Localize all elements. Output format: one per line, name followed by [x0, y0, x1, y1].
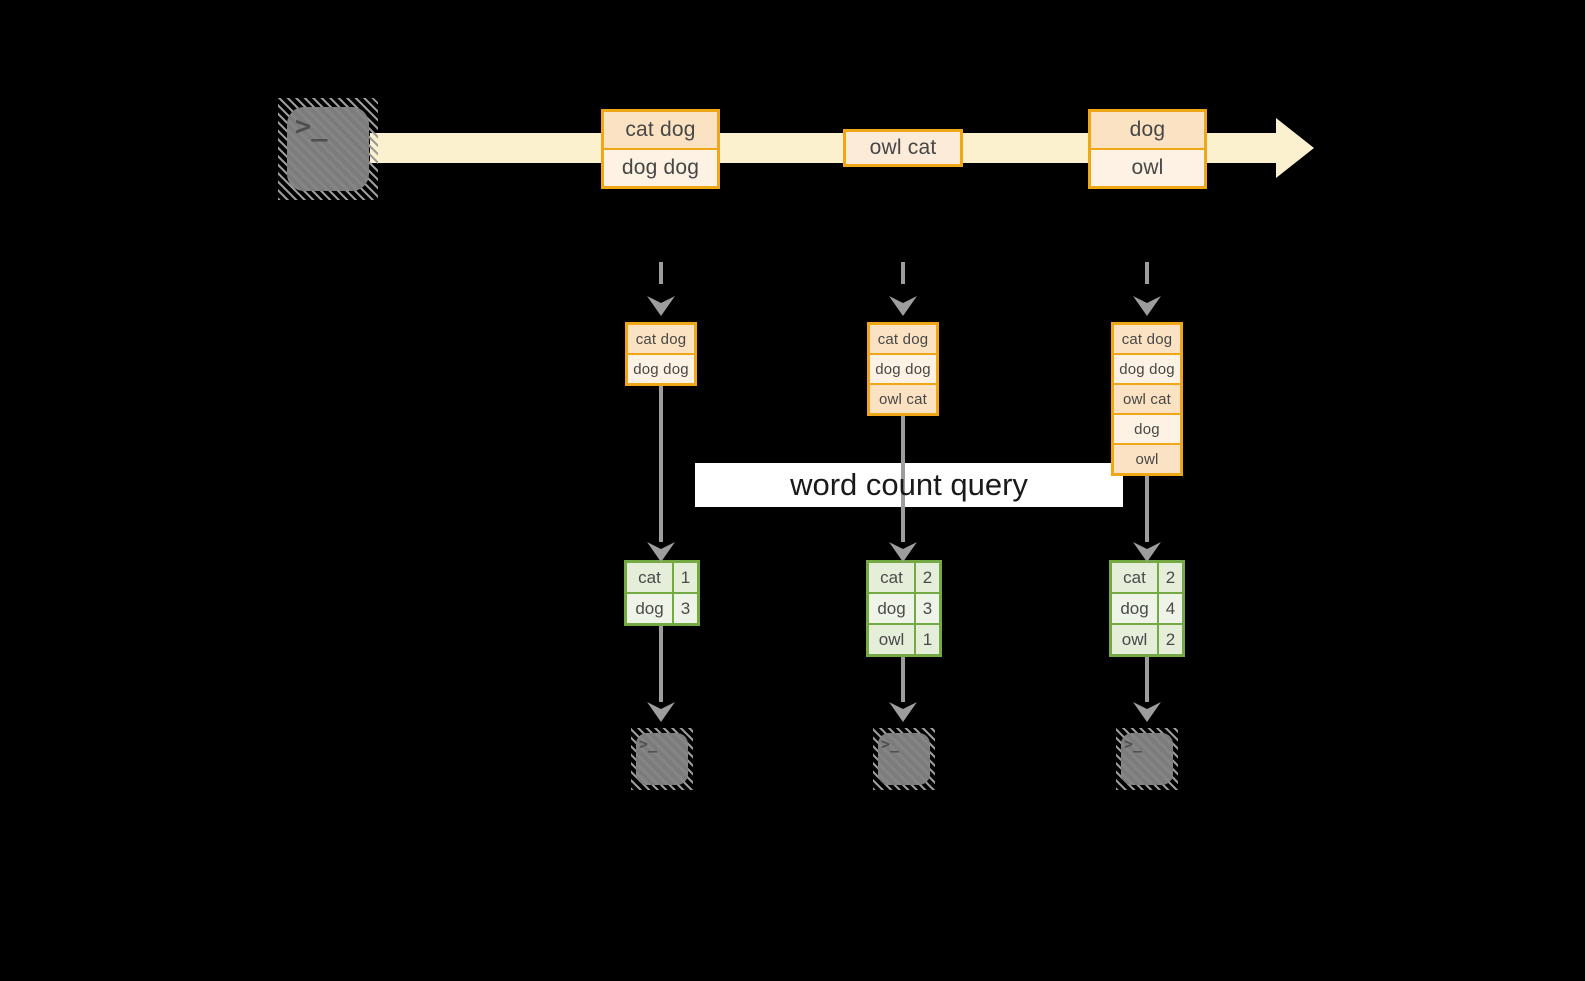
word-cell: owl: [1112, 625, 1159, 654]
output-arrow-line-2: [901, 657, 905, 702]
count-row: dog 3: [627, 592, 697, 623]
stream-event-row: owl: [1091, 148, 1204, 186]
output-arrowhead-icon-3: [1133, 702, 1161, 722]
word-cell: owl: [869, 625, 916, 654]
ingest-arrow-line-1: [659, 262, 663, 296]
count-cell: 2: [916, 563, 939, 592]
stream-event-box-2: owl cat: [843, 129, 963, 167]
buffer-row: owl: [1114, 443, 1180, 473]
terminal-screen: [1121, 733, 1173, 785]
word-cell: cat: [869, 563, 916, 592]
ingest-arrowhead-icon-3: [1133, 296, 1161, 316]
buffer-row: cat dog: [628, 325, 694, 353]
count-cell: 1: [674, 563, 697, 592]
stream-event-row: cat dog: [604, 112, 717, 148]
count-cell: 2: [1159, 625, 1182, 654]
buffer-stack-2: cat dog dog dog owl cat: [867, 322, 939, 416]
count-row: dog 3: [869, 592, 939, 623]
count-cell: 1: [916, 625, 939, 654]
count-cell: 2: [1159, 563, 1182, 592]
stream-arrowhead-icon: [1276, 118, 1314, 178]
count-row: owl 1: [869, 623, 939, 654]
stream-event-box-1: cat dog dog dog: [601, 109, 720, 189]
terminal-prompt-glyph: >_: [881, 735, 900, 753]
count-row: cat 2: [869, 563, 939, 592]
query-arrowhead-icon-3: [1133, 542, 1161, 562]
terminal-screen: [878, 733, 930, 785]
word-cell: dog: [1112, 594, 1159, 623]
terminal-prompt-glyph: >_: [295, 111, 328, 142]
count-row: cat 2: [1112, 563, 1182, 592]
terminal-prompt-glyph: >_: [639, 735, 658, 753]
stream-event-row: owl cat: [846, 132, 960, 164]
count-row: dog 4: [1112, 592, 1182, 623]
buffer-row: dog dog: [870, 353, 936, 383]
query-connector-line-1: [659, 386, 663, 542]
terminal-screen: [636, 733, 688, 785]
count-cell: 3: [916, 594, 939, 623]
buffer-row: owl cat: [870, 383, 936, 413]
query-bar: [695, 463, 1123, 507]
source-terminal-icon: >_: [278, 98, 378, 200]
output-arrowhead-icon-2: [889, 702, 917, 722]
word-count-table-3: cat 2 dog 4 owl 2: [1109, 560, 1185, 657]
query-arrowhead-icon-1: [647, 542, 675, 562]
ingest-arrow-line-2: [901, 262, 905, 296]
count-row: owl 2: [1112, 623, 1182, 654]
buffer-row: owl cat: [1114, 383, 1180, 413]
count-cell: 4: [1159, 594, 1182, 623]
count-row: cat 1: [627, 563, 697, 592]
query-connector-line-2: [901, 416, 905, 542]
count-cell: 3: [674, 594, 697, 623]
word-count-table-2: cat 2 dog 3 owl 1: [866, 560, 942, 657]
word-cell: cat: [1112, 563, 1159, 592]
output-arrowhead-icon-1: [647, 702, 675, 722]
ingest-arrowhead-icon-2: [889, 296, 917, 316]
query-connector-line-3: [1145, 476, 1149, 542]
output-terminal-icon-1: >_: [631, 728, 693, 790]
output-arrow-line-3: [1145, 657, 1149, 702]
word-cell: dog: [627, 594, 674, 623]
buffer-row: dog dog: [1114, 353, 1180, 383]
output-terminal-icon-2: >_: [873, 728, 935, 790]
query-arrowhead-icon-2: [889, 542, 917, 562]
output-arrow-line-1: [659, 626, 663, 702]
buffer-row: cat dog: [1114, 325, 1180, 353]
query-label: word count query: [790, 467, 1028, 502]
word-cell: dog: [869, 594, 916, 623]
buffer-row: cat dog: [870, 325, 936, 353]
buffer-row: dog dog: [628, 353, 694, 383]
stream-event-row: dog dog: [604, 148, 717, 186]
stream-event-row: dog: [1091, 112, 1204, 148]
buffer-row: dog: [1114, 413, 1180, 443]
buffer-stack-1: cat dog dog dog: [625, 322, 697, 386]
word-cell: cat: [627, 563, 674, 592]
terminal-screen: [287, 107, 369, 191]
ingest-arrow-line-3: [1145, 262, 1149, 296]
terminal-prompt-glyph: >_: [1124, 735, 1143, 753]
buffer-stack-3: cat dog dog dog owl cat dog owl: [1111, 322, 1183, 476]
output-terminal-icon-3: >_: [1116, 728, 1178, 790]
ingest-arrowhead-icon-1: [647, 296, 675, 316]
word-count-table-1: cat 1 dog 3: [624, 560, 700, 626]
stream-event-box-3: dog owl: [1088, 109, 1207, 189]
